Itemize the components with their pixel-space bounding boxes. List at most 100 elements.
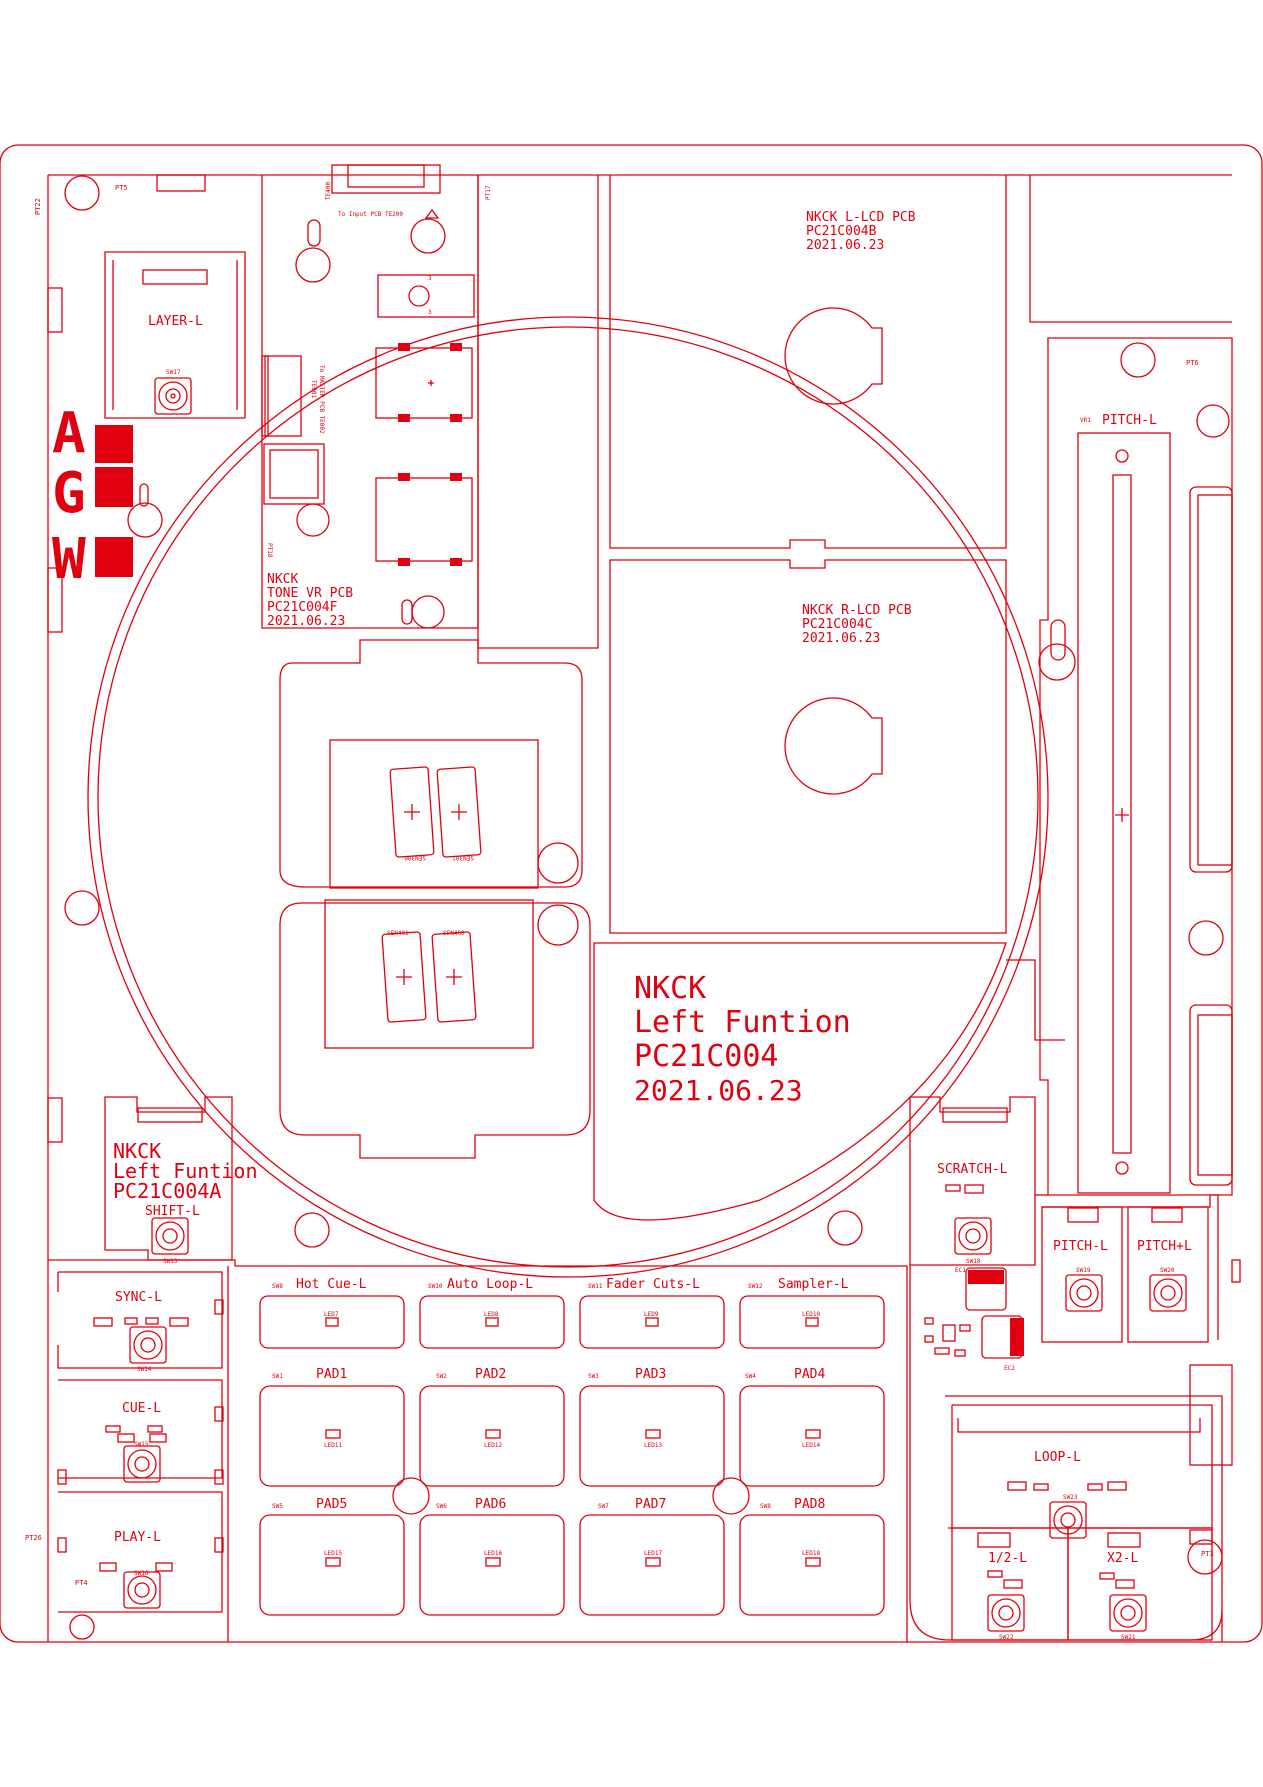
svg-text:SEN401: SEN401	[387, 930, 409, 937]
mode-label: Hot Cue-L	[296, 1277, 367, 1292]
pitch-minus-label: PITCH-L	[1053, 1239, 1108, 1254]
sync-label: SYNC-L	[115, 1290, 162, 1305]
tone-line3: PC21C004F	[267, 600, 338, 615]
ref-pt26: PT26	[25, 1534, 42, 1542]
pad-7: SW7 PAD7 LED17	[579, 1497, 725, 1616]
edge-tab	[47, 287, 63, 333]
layer-button[interactable]	[158, 381, 188, 411]
ref-pt3: PT3	[1201, 1550, 1214, 1558]
l-lcd-line1: NKCK L-LCD PCB	[806, 210, 916, 225]
mounting-hole	[1120, 342, 1156, 378]
svg-text:SW10: SW10	[428, 1283, 443, 1290]
svg-text:SEN400: SEN400	[443, 930, 465, 937]
pad-label: PAD5	[316, 1497, 347, 1512]
pad-label: PAD1	[316, 1367, 347, 1382]
logo-letter-a: A	[52, 401, 86, 466]
pitch-fader-track[interactable]	[1112, 474, 1132, 1154]
pad-button[interactable]	[579, 1385, 725, 1487]
l-lcd-pcb: NKCK L-LCD PCB PC21C004B 2021.06.23	[609, 175, 1232, 549]
tone-line2: TONE VR PCB	[267, 586, 353, 601]
cue-button[interactable]	[127, 1449, 157, 1479]
mode-fadercuts: SW11 Fader Cuts-L LED9	[579, 1277, 725, 1349]
mode-autoloop: SW10 Auto Loop-L LED8	[419, 1277, 565, 1349]
svg-text:LED14: LED14	[802, 1442, 820, 1449]
svg-text:LED7: LED7	[324, 1311, 339, 1318]
x2-button[interactable]	[1113, 1598, 1143, 1628]
pad-button[interactable]	[419, 1514, 565, 1616]
svg-text:SW4: SW4	[745, 1373, 756, 1380]
pad-button[interactable]	[739, 1514, 885, 1616]
svg-text:SW3: SW3	[588, 1373, 599, 1380]
svg-text:LED16: LED16	[484, 1550, 502, 1557]
mounting-hole	[1196, 404, 1230, 438]
svg-text:SW1: SW1	[272, 1373, 283, 1380]
play-label: PLAY-L	[114, 1530, 161, 1545]
logo-block	[95, 467, 133, 507]
sync-module: SYNC-L SW14	[57, 1271, 224, 1373]
sync-button[interactable]	[133, 1330, 163, 1360]
half-button[interactable]	[991, 1598, 1021, 1628]
mode-button[interactable]	[419, 1295, 565, 1349]
edge-slot	[1189, 1364, 1233, 1466]
scratch-button[interactable]	[958, 1221, 988, 1251]
pad-row-2: SW5 PAD5 LED15 SW6 PAD6 LED16 SW7 PAD7 L…	[259, 1477, 885, 1616]
sensor-sen301	[436, 766, 482, 858]
svg-text:SW11: SW11	[588, 1283, 603, 1290]
jog-wheel-outline-inner	[97, 326, 1039, 1268]
agw-logo: A G W	[52, 401, 133, 592]
main-label-line4: 2021.06.23	[634, 1074, 803, 1107]
pitch-plus-button[interactable]	[1153, 1278, 1183, 1308]
sensor-block-lower: SEN401 SEN400	[279, 899, 591, 1159]
edge-tab	[47, 1097, 63, 1143]
layer-module: LAYER-L SW17	[104, 251, 246, 419]
ref-pt5: PT5	[115, 184, 128, 192]
pad-button[interactable]	[259, 1514, 405, 1616]
edge-slot	[1189, 486, 1233, 873]
shift-module: SHIFT-L SW13	[104, 1096, 233, 1265]
r-lcd-line3: 2021.06.23	[802, 631, 880, 646]
pad-button[interactable]	[419, 1385, 565, 1487]
pad-5: SW5 PAD5 LED15	[259, 1497, 405, 1616]
mode-button[interactable]	[259, 1295, 405, 1349]
cue-label: CUE-L	[122, 1401, 161, 1416]
shift-button[interactable]	[155, 1221, 185, 1251]
mode-button[interactable]	[739, 1295, 885, 1349]
svg-text:LED17: LED17	[644, 1550, 662, 1557]
mounting-hole	[294, 1212, 330, 1248]
center-column	[477, 175, 599, 649]
svg-text:LED9: LED9	[644, 1311, 659, 1318]
edge-tab	[47, 567, 63, 633]
logo-letter-g: G	[52, 461, 86, 526]
mode-button[interactable]	[579, 1295, 725, 1349]
play-button[interactable]	[127, 1575, 157, 1605]
svg-text:SW15: SW15	[134, 1441, 149, 1448]
svg-text:LED18: LED18	[802, 1550, 820, 1557]
pitch-minus-button[interactable]	[1069, 1278, 1099, 1308]
r-lcd-line1: NKCK R-LCD PCB	[802, 603, 912, 618]
svg-text:SW12: SW12	[748, 1283, 763, 1290]
svg-text:SW20: SW20	[1160, 1267, 1175, 1274]
svg-text:LED13: LED13	[644, 1442, 662, 1449]
pad-button[interactable]	[739, 1385, 885, 1487]
pad-button[interactable]	[259, 1385, 405, 1487]
loop-module: LOOP-L SW23 1/2-L X2-L SW22 SW21	[945, 1395, 1223, 1642]
l-lcd-line3: 2021.06.23	[806, 238, 884, 253]
svg-text:To Input PCB TE200: To Input PCB TE200	[338, 211, 403, 218]
sub-label-line3: PC21C004A	[113, 1179, 221, 1203]
mode-hotcue: SW8 Hot Cue-L LED7	[259, 1277, 405, 1349]
svg-text:SW2: SW2	[436, 1373, 447, 1380]
cue-module: CUE-L SW15	[57, 1379, 224, 1485]
jog-wheel-outline	[87, 316, 1049, 1278]
l-lcd-line2: PC21C004B	[806, 224, 877, 239]
pad-1: SW1 PAD1 LED11	[259, 1367, 405, 1487]
svg-text:SEN300: SEN300	[404, 854, 426, 861]
svg-text:SW18: SW18	[966, 1258, 981, 1265]
svg-text:SW22: SW22	[999, 1634, 1014, 1641]
r-lcd-pcb: NKCK R-LCD PCB PC21C004C 2021.06.23	[609, 559, 1007, 934]
pad-label: PAD7	[635, 1497, 666, 1512]
svg-text:SW8: SW8	[272, 1283, 283, 1290]
svg-text:SW21: SW21	[1121, 1634, 1136, 1641]
pad-button[interactable]	[579, 1514, 725, 1616]
pad-6: SW6 PAD6 LED16	[419, 1497, 565, 1616]
edge-slot	[1197, 494, 1233, 866]
